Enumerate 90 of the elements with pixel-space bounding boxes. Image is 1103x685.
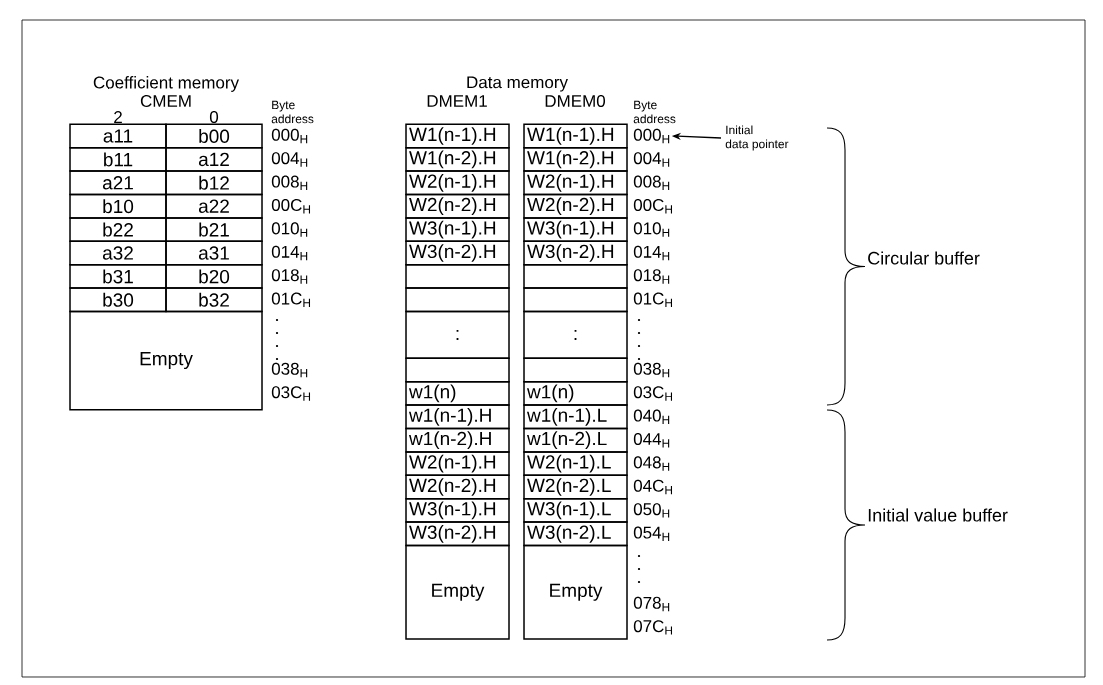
byte-address: 038$_{H}$ [633, 362, 670, 378]
memory-cell: W2(n-2).H [405, 193, 510, 219]
column-header: 2 [114, 111, 122, 123]
byte-address: 054$_{H}$ [633, 526, 670, 541]
memory-cell: W2(n-2).H [523, 193, 628, 219]
byte-address: 00C$_{H}$ [271, 198, 310, 214]
memory-cell: W2(n-1).H [405, 451, 510, 477]
memory-cell: a11 [69, 123, 167, 149]
byte-address: 014$_{H}$ [633, 245, 670, 261]
memory-cell: b20 [165, 263, 263, 289]
memory-cell: W2(n-1).H [523, 170, 628, 196]
column-header: DMEM0 [545, 95, 606, 107]
memory-cell: W2(n-1).L [523, 451, 628, 477]
memory-cell: W3(n-1).H [523, 217, 628, 243]
memory-cell: W1(n-1).H [405, 123, 510, 149]
byte-address: 00C$_{H}$ [633, 198, 672, 214]
pointer-label: Initial data pointer [725, 125, 789, 151]
byte-address: 000$_{H}$ [271, 128, 308, 144]
column-header: Byte address [271, 100, 314, 124]
memory-cell: W3(n-1).H [405, 217, 510, 243]
memory-cell: w1(n) [405, 380, 510, 406]
memory-cell: W1(n-1).H [523, 123, 628, 149]
memory-cell: Empty [69, 310, 263, 411]
memory-cell: Empty [523, 544, 628, 640]
byte-address: 008$_{H}$ [271, 175, 308, 191]
memory-cell: a22 [165, 193, 263, 219]
memory-cell: b21 [165, 217, 263, 243]
column-header: Data memory [467, 76, 568, 92]
memory-cell: W3(n-2).H [523, 240, 628, 266]
column-header: DMEM1 [427, 95, 487, 107]
memory-cell [405, 287, 510, 313]
memory-cell: b22 [69, 217, 167, 243]
memory-cell: : [523, 310, 628, 360]
buffer-label: Circular buffer [868, 251, 980, 265]
memory-cell: w1(n-2).L [523, 427, 628, 453]
byte-address: 078$_{H}$ [633, 596, 670, 612]
memory-cell: W3(n-2).H [405, 521, 510, 547]
memory-cell: w1(n-1).L [523, 404, 628, 430]
memory-cell: Empty [405, 544, 510, 640]
memory-cell: W2(n-1).H [405, 170, 510, 196]
byte-address: 050$_{H}$ [633, 503, 670, 518]
memory-cell: : [405, 310, 510, 360]
column-header: Byte address [633, 100, 676, 124]
memory-cell: W1(n-2).H [405, 146, 510, 172]
byte-address: 040$_{H}$ [633, 409, 670, 425]
byte-address: 044$_{H}$ [633, 432, 670, 448]
memory-cell [405, 357, 510, 383]
memory-cell: W2(n-2).L [523, 474, 628, 500]
byte-address: 004$_{H}$ [271, 152, 308, 167]
memory-cell: W3(n-1).L [523, 497, 628, 523]
byte-address: 004$_{H}$ [633, 152, 670, 167]
byte-address: 010$_{H}$ [633, 222, 670, 237]
memory-cell: b31 [69, 263, 167, 289]
memory-cell [523, 263, 628, 289]
memory-cell: b00 [165, 123, 263, 149]
memory-cell: b32 [165, 287, 263, 313]
byte-address: 04C$_{H}$ [633, 479, 672, 495]
memory-cell [523, 357, 628, 383]
column-header: 0 [209, 111, 219, 123]
memory-cell: w1(n-2).H [405, 427, 510, 453]
byte-address: 03C$_{H}$ [633, 386, 672, 401]
byte-address: 008$_{H}$ [633, 175, 670, 191]
byte-address: 01C$_{H}$ [633, 292, 672, 308]
memory-cell: b12 [165, 170, 263, 196]
memory-cell: b10 [69, 193, 167, 219]
memory-cell: a32 [69, 240, 167, 266]
memory-cell: a21 [69, 170, 167, 196]
memory-cell: b11 [69, 146, 167, 172]
byte-address: 000$_{H}$ [633, 128, 670, 144]
memory-cell [523, 287, 628, 313]
memory-cell: W2(n-2).H [405, 474, 510, 500]
column-header: CMEM [140, 95, 191, 107]
memory-cell: w1(n) [523, 380, 628, 406]
memory-cell: w1(n-1).H [405, 404, 510, 430]
memory-cell: b30 [69, 287, 167, 313]
memory-cell: a31 [165, 240, 263, 266]
memory-cell [405, 263, 510, 289]
byte-address: 018$_{H}$ [633, 269, 670, 284]
memory-cell: a12 [165, 146, 263, 172]
byte-address: 014$_{H}$ [271, 245, 308, 261]
byte-address: 010$_{H}$ [271, 222, 308, 237]
memory-cell: W1(n-2).H [523, 146, 628, 172]
memory-cell: W3(n-2).H [405, 240, 510, 266]
column-header: Coefficient memory [93, 76, 239, 92]
byte-address: 018$_{H}$ [271, 269, 308, 284]
buffer-label: Initial value buffer [868, 508, 1008, 522]
byte-address: 01C$_{H}$ [271, 292, 310, 308]
memory-cell: W3(n-2).L [523, 521, 628, 547]
byte-address: 048$_{H}$ [633, 456, 670, 471]
memory-cell: W3(n-1).H [405, 497, 510, 523]
